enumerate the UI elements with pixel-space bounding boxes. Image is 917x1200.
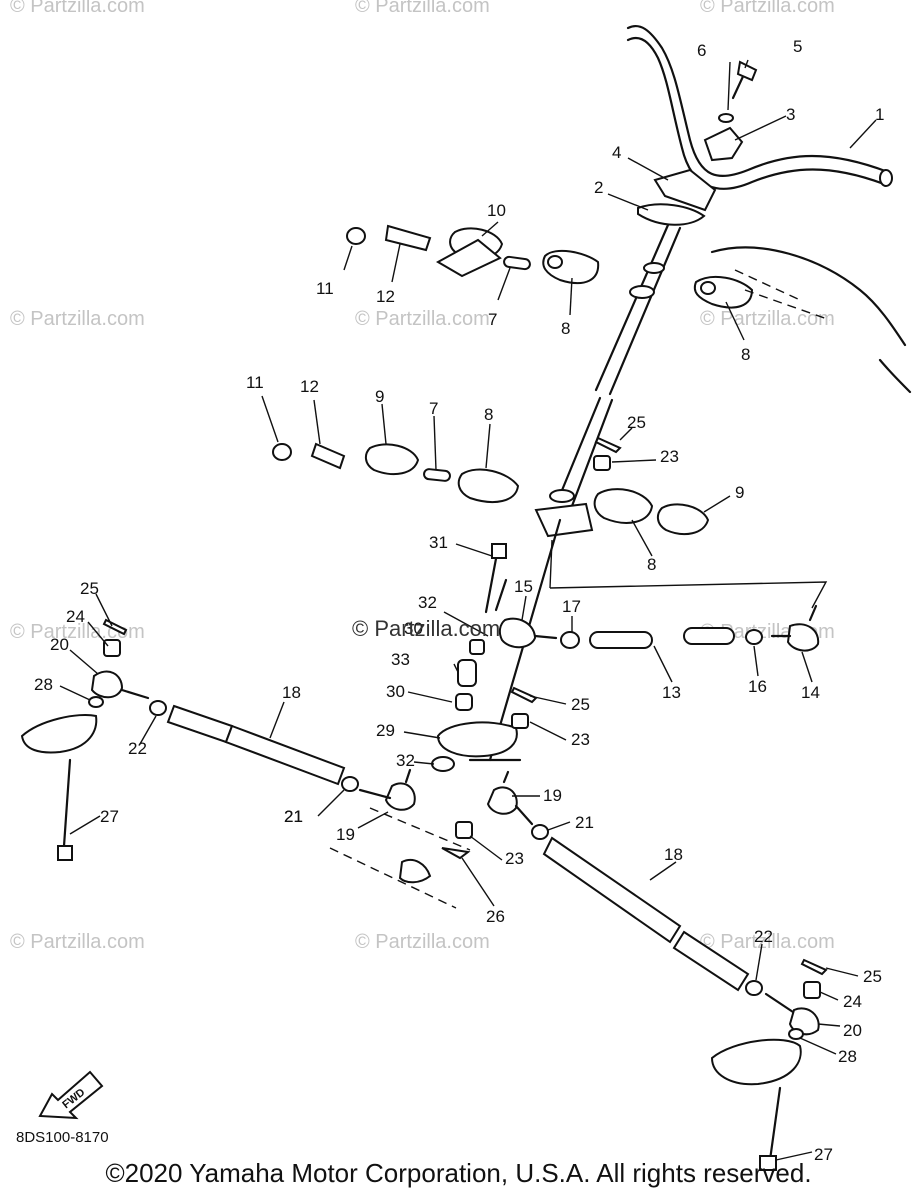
part-number-label: 18: [664, 845, 683, 864]
part-number-label: 20: [50, 635, 69, 654]
part-number-label: 8: [561, 319, 570, 338]
frame-bracket: [710, 246, 912, 394]
handlebar: [626, 24, 893, 190]
part-number-label: 1: [875, 105, 884, 124]
part-number-label: 29: [376, 721, 395, 740]
part-number-label: 25: [571, 695, 590, 714]
part-number-label: 20: [843, 1021, 862, 1040]
part-number-label: 25: [627, 413, 646, 432]
part-number-label: 24: [66, 607, 85, 626]
part-number-label: 12: [300, 377, 319, 396]
copyright-notice: ©2020 Yamaha Motor Corporation, U.S.A. A…: [105, 1158, 812, 1188]
watermark: © Partzilla.com: [10, 308, 145, 330]
pitman-arm-assembly: [431, 539, 828, 772]
tie-rod-right: [455, 770, 828, 1171]
part-number-label: 11: [316, 279, 334, 298]
part-number-label: 17: [562, 597, 581, 616]
part-number-label: 9: [375, 387, 384, 406]
part-number-label: 4: [612, 143, 621, 162]
part-number-label: 27: [100, 807, 119, 826]
part-number-label: 16: [748, 677, 767, 696]
leader-lines: [59, 59, 877, 1161]
part-number-label: 19: [336, 825, 355, 844]
part-number-label: 23: [660, 447, 679, 466]
part-number-label: 23: [505, 849, 524, 868]
part-number-label: 14: [801, 683, 820, 702]
part-number-label: 11: [246, 373, 264, 392]
part-number-label: 28: [838, 1047, 857, 1066]
watermark: © Partzilla.com: [355, 308, 490, 330]
part-number-label: 8: [484, 405, 493, 424]
part-number-label: 30: [404, 619, 423, 638]
part-number-label: 22: [754, 927, 773, 946]
part-number-label: 21: [284, 807, 303, 826]
part-number-label: 31: [429, 533, 448, 552]
watermark: © Partzilla.com: [355, 0, 490, 17]
part-number-label: 21: [575, 813, 594, 832]
part-number-label: 30: [386, 682, 405, 701]
watermark: © Partzilla.com: [10, 0, 145, 17]
part-number-label: 25: [863, 967, 882, 986]
part-number-label: 25: [80, 579, 99, 598]
part-number-label: 5: [793, 37, 802, 56]
part-number-label: 28: [34, 675, 53, 694]
handlebar-clamps: [637, 60, 758, 226]
part-number-label: 21: [284, 807, 303, 826]
center-watermark: © Partzilla.com: [352, 616, 500, 641]
part-number-label: 6: [697, 41, 706, 60]
part-number-label: 15: [514, 577, 533, 596]
part-number-label: 19: [543, 786, 562, 805]
part-labels: 1 2 3 4 5 6 7 8 8 10 11 12 11 12 9 7 8 2…: [34, 37, 884, 1164]
watermark: © Partzilla.com: [355, 931, 490, 953]
part-number-label: 3: [786, 105, 795, 124]
part-number-label: 22: [128, 739, 147, 758]
part-number-label: 13: [662, 683, 681, 702]
part-number-label: 7: [488, 310, 497, 329]
part-number-label: 12: [376, 287, 395, 306]
part-number-label: 8: [647, 555, 656, 574]
part-number-label: 32: [396, 751, 415, 770]
part-number-label: 33: [391, 650, 410, 669]
part-number-label: 8: [741, 345, 750, 364]
part-number-label: 32: [418, 593, 437, 612]
watermark: © Partzilla.com: [700, 931, 835, 953]
tie-rod-left: [20, 618, 471, 909]
part-number-label: 24: [843, 992, 862, 1011]
part-number-label: 23: [571, 730, 590, 749]
fwd-arrow: FWD: [38, 1070, 104, 1120]
steering-column: [468, 223, 682, 762]
part-number-label: 27: [814, 1145, 833, 1164]
part-number-label: 9: [735, 483, 744, 502]
part-number-label: 26: [486, 907, 505, 926]
diagram-code: 8DS100-8170: [16, 1129, 109, 1146]
column-holders-lower: [272, 436, 710, 536]
part-number-label: 7: [429, 399, 438, 418]
part-number-label: 18: [282, 683, 301, 702]
watermark: © Partzilla.com: [700, 0, 835, 17]
column-holders-upper: [346, 224, 754, 309]
watermark: © Partzilla.com: [700, 308, 835, 330]
part-number-label: 10: [487, 201, 506, 220]
part-number-label: 2: [594, 178, 603, 197]
watermark: © Partzilla.com: [10, 931, 145, 953]
